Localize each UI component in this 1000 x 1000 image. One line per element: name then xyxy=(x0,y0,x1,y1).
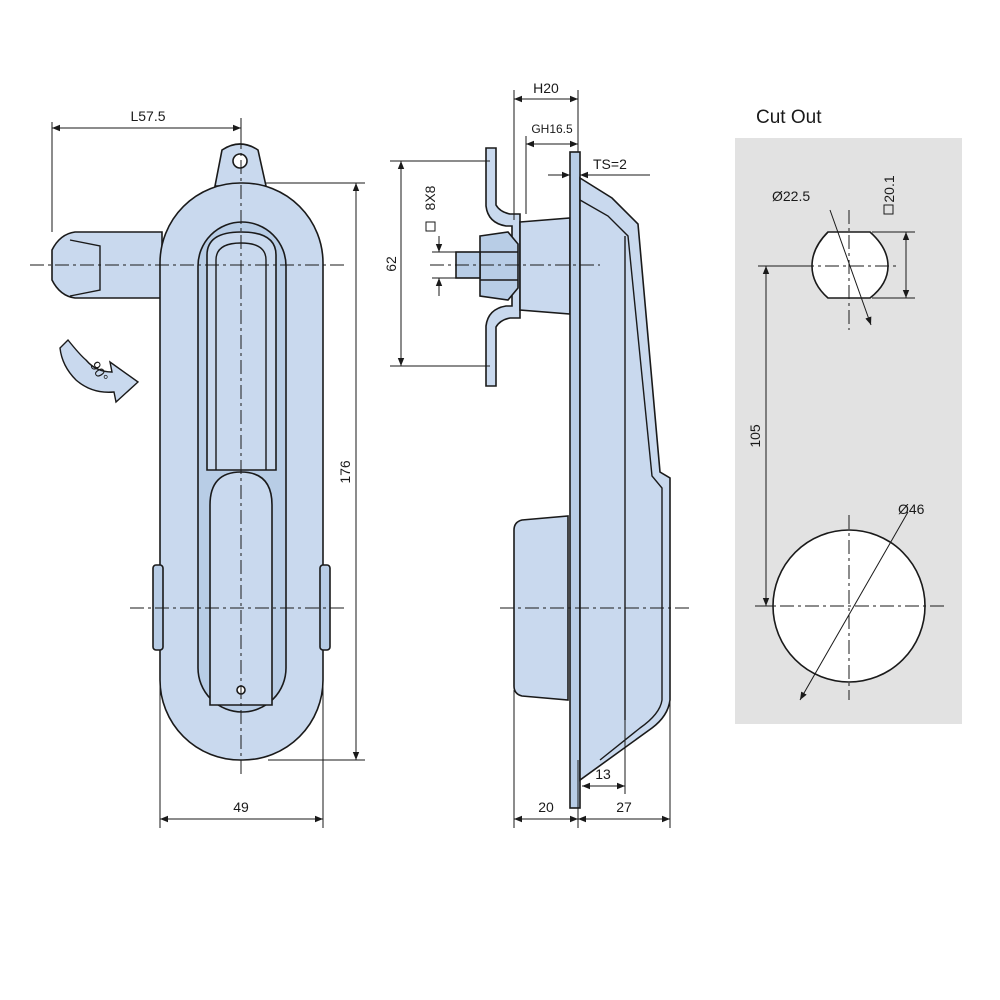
large-diameter-label: Ø46 xyxy=(898,501,925,517)
flange-plate xyxy=(569,151,581,809)
gh-label: GH16.5 xyxy=(531,122,573,136)
h-label: H20 xyxy=(533,80,559,96)
cam-height-label: 62 xyxy=(383,256,399,272)
distance-label: 105 xyxy=(747,424,763,448)
hex-nut xyxy=(479,231,519,301)
depth-back-label: 20 xyxy=(538,799,554,815)
depth-front-label: 27 xyxy=(616,799,632,815)
small-flat-label: 20.1 xyxy=(881,175,897,202)
ts-label: TS=2 xyxy=(593,156,627,172)
handle-lever xyxy=(206,231,277,471)
small-diameter-label: Ø22.5 xyxy=(772,188,810,204)
step-label: 13 xyxy=(595,766,611,782)
square-label: 8X8 xyxy=(422,185,438,210)
square-icon xyxy=(425,221,436,232)
cutout-view: Cut Out Ø22.5 20.1 105 Ø46 xyxy=(735,107,962,724)
large-diameter-leader xyxy=(799,511,909,701)
side-view: H20 GH16.5 TS=2 62 8X8 20 27 13 xyxy=(383,80,690,828)
tongue-ridge xyxy=(69,239,101,297)
cam-bracket xyxy=(485,147,521,387)
spindle-hub xyxy=(519,217,571,315)
height-label: 176 xyxy=(337,460,353,484)
cutout-title: Cut Out xyxy=(756,107,822,128)
small-diameter-leader xyxy=(829,209,872,326)
rotation-arrow-icon xyxy=(59,338,140,404)
width-label: 49 xyxy=(233,799,249,815)
flat-square-icon xyxy=(883,204,894,215)
back-housing xyxy=(513,515,569,701)
lug-hole xyxy=(232,153,248,169)
length-label: L57.5 xyxy=(130,108,165,124)
front-view: L57.5 176 49 90° xyxy=(30,108,365,828)
handle-profile-inner xyxy=(579,199,663,761)
